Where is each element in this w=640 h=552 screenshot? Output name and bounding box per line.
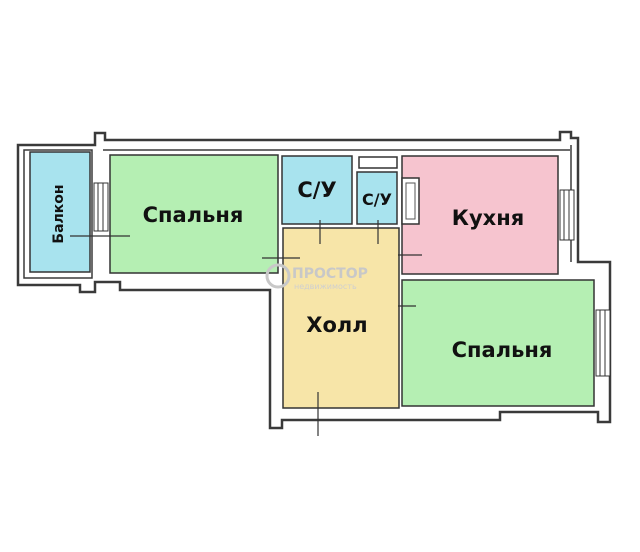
watermark-logo-icon bbox=[265, 263, 291, 289]
hall-label: Холл bbox=[306, 313, 367, 337]
bathroom-1-area bbox=[281, 155, 353, 225]
bedroom-1-area bbox=[109, 154, 279, 274]
bedroom-2-label: Спальня bbox=[452, 338, 553, 362]
windows bbox=[93, 182, 611, 377]
door-markers bbox=[70, 220, 422, 436]
vent-shaft bbox=[358, 156, 398, 169]
watermark-subtitle: недвижимость bbox=[294, 282, 357, 291]
outer-walls bbox=[16, 130, 612, 430]
bathroom-2-label: С/У bbox=[362, 190, 392, 209]
bathroom-2-area bbox=[356, 171, 398, 225]
watermark: ПРОСТОР недвижимость bbox=[265, 263, 368, 291]
bedroom-1-label: Спальня bbox=[143, 203, 244, 227]
balcony-area bbox=[29, 151, 91, 273]
balcony-label: Балкон bbox=[51, 184, 67, 243]
hall-area bbox=[282, 227, 400, 409]
watermark-title: ПРОСТОР bbox=[292, 266, 368, 282]
bedroom-2-area bbox=[401, 279, 595, 407]
niche-inner bbox=[405, 182, 416, 220]
kitchen-label: Кухня bbox=[452, 206, 524, 230]
bathroom-1-label: С/У bbox=[297, 178, 336, 202]
